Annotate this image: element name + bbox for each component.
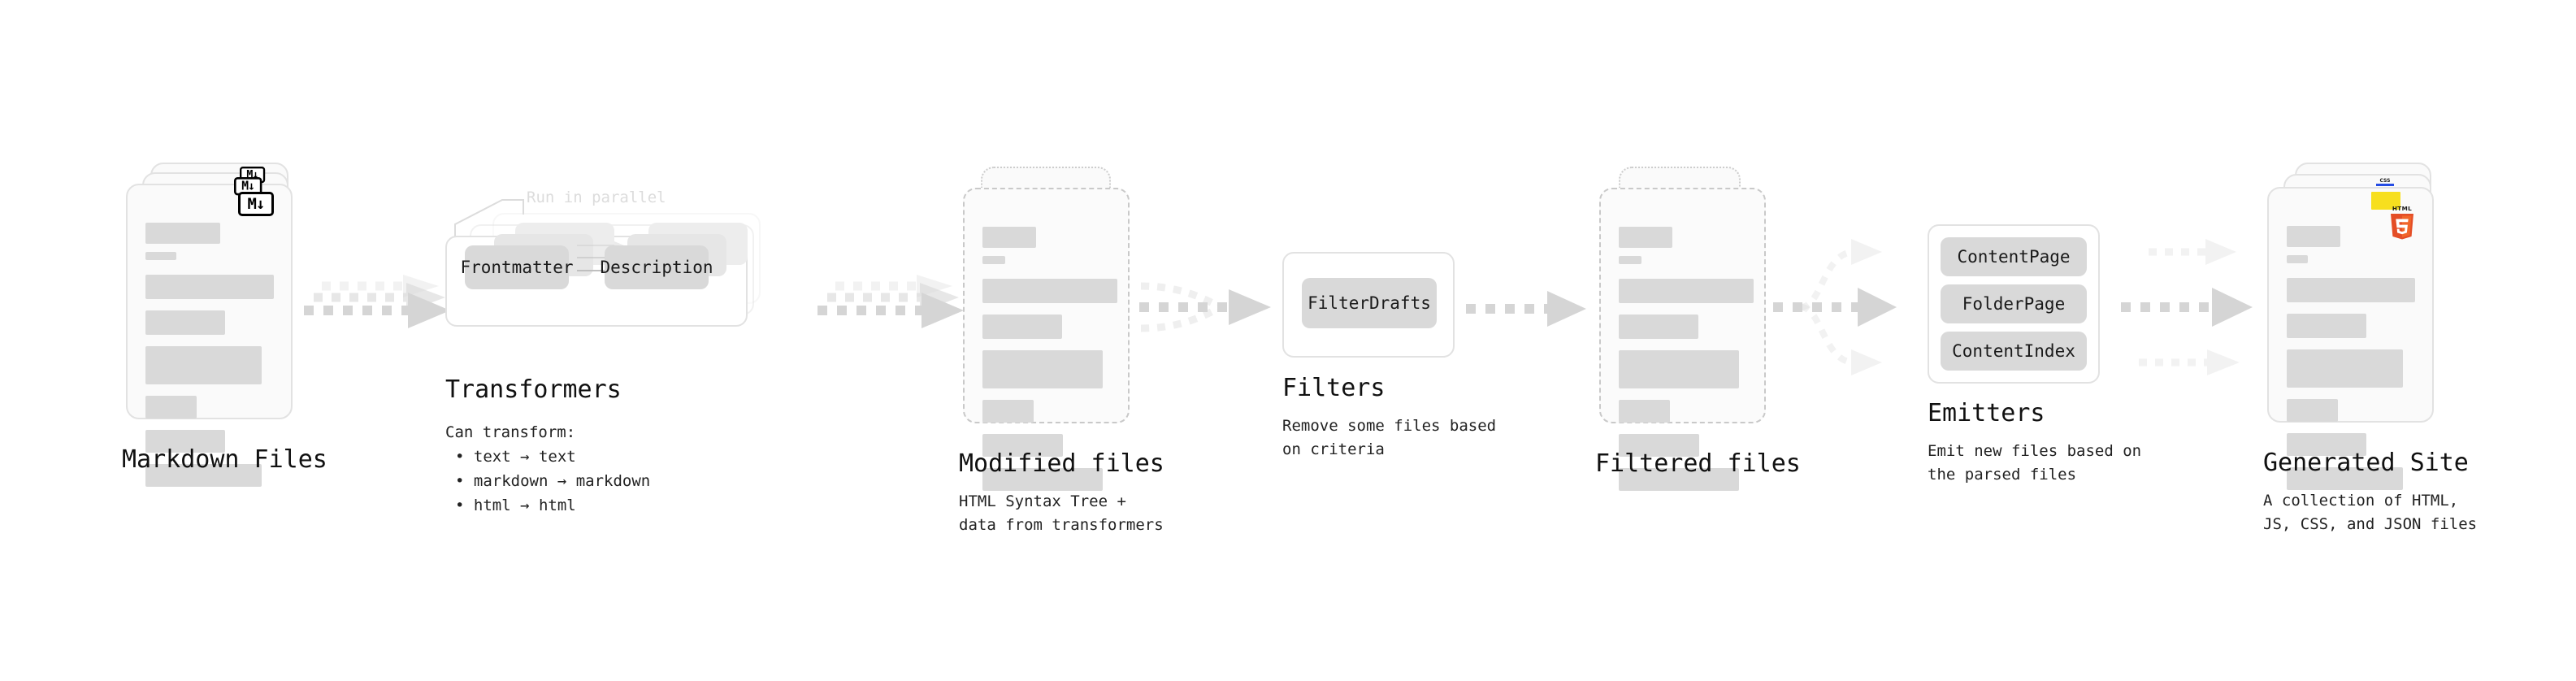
emitter-chip-folderpage[interactable]: FolderPage (1941, 284, 2087, 323)
markdown-doc-front (126, 184, 293, 487)
filtered-doc-front (1599, 188, 1766, 491)
transformers-bullet-2: • html → html (455, 497, 576, 514)
markdown-badge-front: M↓ (238, 192, 274, 216)
svg-text:CSS: CSS (2380, 178, 2391, 184)
filtered-file-stack (1599, 167, 1778, 491)
javascript-icon (2371, 192, 2400, 210)
modified-doc-front (963, 188, 1130, 491)
markdown-file-stack: M↓ M↓ M↓ (126, 163, 305, 487)
transformers-bullet-1: • markdown → markdown (455, 472, 651, 490)
generated-site-description: A collection of HTML, JS, CSS, and JSON … (2263, 492, 2478, 533)
stage-filtered-files: Filtered files (1595, 167, 1801, 491)
stage-title-filters: Filters (1282, 374, 1386, 402)
generated-site-stack: CSS HTML (2267, 163, 2454, 490)
emitter-chip-contentindex[interactable]: ContentIndex (1941, 332, 2087, 371)
stage-title-generated-site: Generated Site (2263, 449, 2469, 477)
connector-markdown-to-transformers (299, 275, 453, 345)
modified-doc-skeleton (982, 227, 1117, 491)
stage-title-markdown-files: Markdown Files (122, 445, 327, 474)
filters-description: Remove some files based on criteria (1282, 417, 1497, 458)
generated-doc-front (2267, 187, 2434, 490)
modified-file-stack (963, 167, 1142, 491)
stage-generated-site: CSS HTML Generated Site A collection of … (2263, 163, 2477, 533)
run-in-parallel-label: Run in parallel (527, 189, 666, 206)
connector-filtered-to-emitters (1773, 231, 1928, 385)
generated-doc-skeleton (2287, 226, 2415, 490)
filtered-doc-skeleton (1619, 227, 1754, 491)
run-in-parallel-bracket (452, 189, 541, 239)
stage-title-transformers: Transformers (445, 375, 622, 404)
connector-transformers-to-modified (813, 275, 967, 345)
stage-modified-files: Modified files HTML Syntax Tree + data f… (959, 167, 1164, 534)
modified-files-description: HTML Syntax Tree + data from transformer… (959, 492, 1164, 534)
connector-emitters-to-site (2113, 231, 2275, 385)
svg-text:HTML: HTML (2392, 205, 2412, 212)
transformers-description: Can transform: (445, 423, 576, 441)
css3-icon: CSS (2374, 176, 2396, 189)
html5-icon: HTML (2387, 203, 2417, 240)
stage-title-modified-files: Modified files (959, 449, 1164, 478)
stage-title-emitters: Emitters (1928, 399, 2045, 427)
emitters-description: Emit new files based on the parsed files (1928, 442, 2142, 484)
connector-filters-to-filtered (1463, 286, 1593, 332)
emitter-chip-contentpage[interactable]: ContentPage (1941, 237, 2087, 276)
connector-modified-to-filters (1136, 268, 1282, 349)
filter-chip-filterdrafts[interactable]: FilterDrafts (1302, 278, 1437, 328)
transformers-bullet-0: • text → text (455, 448, 576, 466)
transformer-chip-description[interactable]: Description (600, 245, 713, 289)
stage-markdown-files: M↓ M↓ M↓ Markdown Files (122, 163, 327, 487)
stage-title-filtered-files: Filtered files (1595, 449, 1801, 478)
transformer-chip-frontmatter[interactable]: Frontmatter (460, 245, 574, 289)
markdown-doc-skeleton (145, 223, 274, 487)
